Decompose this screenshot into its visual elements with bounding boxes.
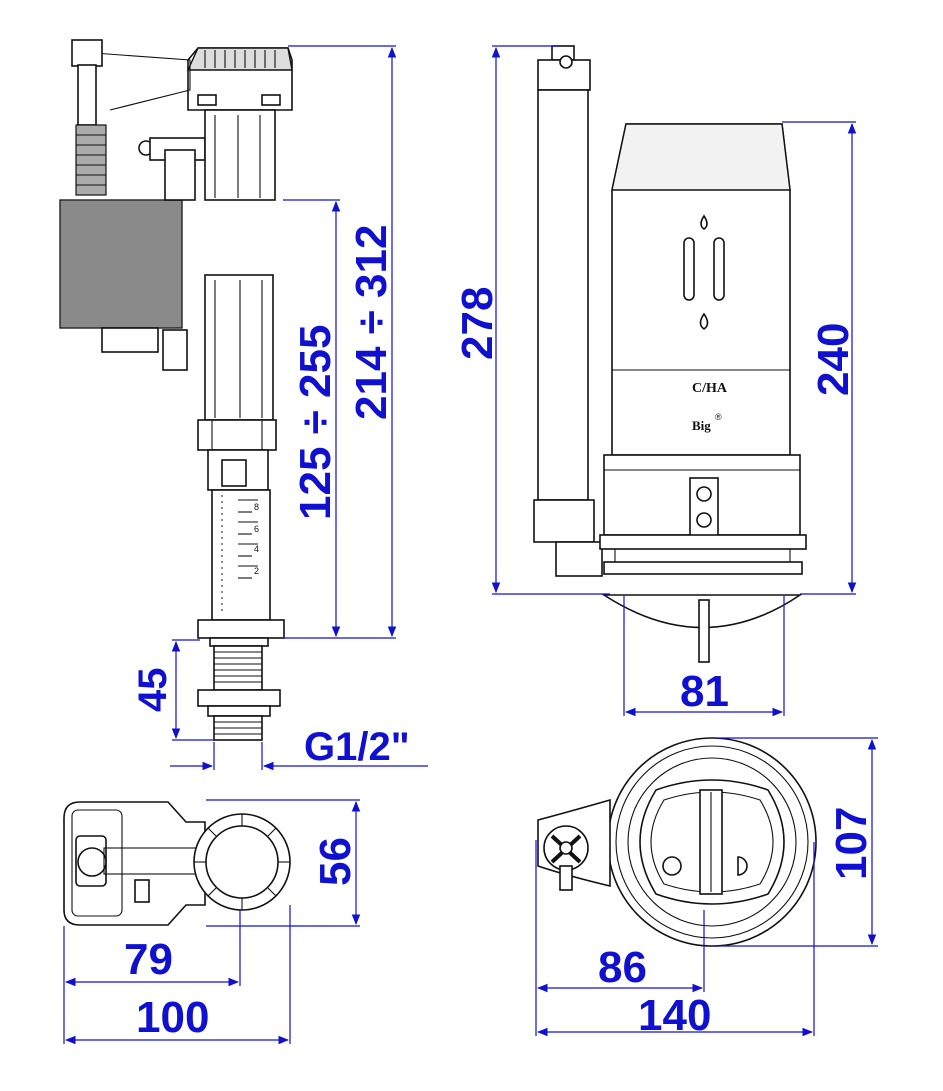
- fill-valve-dimensions: [170, 45, 428, 771]
- height-scale: [211, 489, 271, 621]
- fill-valve-top-view: [63, 801, 291, 926]
- brand-logo: C/HA: [692, 381, 728, 396]
- dim-shank-length: 45: [131, 668, 175, 713]
- flush-valve-side-view: C/HA Big ®: [533, 45, 807, 663]
- dim-fill-valve-overall: 214 ÷ 312: [347, 225, 396, 420]
- fill-valve-side-view: 8 6 4 2: [59, 39, 293, 741]
- dim-flush-valve-body: 240: [809, 323, 858, 396]
- float-cup: [59, 199, 183, 329]
- registered-mark: ®: [715, 412, 722, 422]
- top-view-dimensions: [63, 799, 361, 1045]
- scale-2: 2: [254, 566, 259, 576]
- scale-6: 6: [254, 524, 259, 534]
- dim-fill-valve-adjust: 125 ÷ 255: [291, 325, 340, 520]
- overflow-tube: [537, 89, 589, 501]
- dim-top-view-width: 100: [136, 993, 209, 1042]
- threaded-shank: [213, 645, 263, 691]
- dim-flush-top-width: 140: [638, 991, 711, 1040]
- scale-8: 8: [254, 502, 259, 512]
- flush-top-dimensions: [535, 737, 878, 1037]
- dim-flush-base-diameter: 107: [827, 807, 876, 880]
- dim-flush-top-axis: 86: [598, 943, 647, 992]
- dim-top-view-axis: 79: [124, 935, 173, 984]
- dim-thread: G1/2": [304, 725, 410, 769]
- flush-valve-top-view: [537, 737, 817, 947]
- dim-flush-valve-outlet: 81: [680, 667, 729, 716]
- dim-flush-valve-total: 278: [453, 287, 502, 360]
- flush-valve-dimensions: [491, 45, 857, 717]
- scale-4: 4: [254, 544, 259, 554]
- dim-top-view-depth: 56: [311, 837, 360, 886]
- model-label: Big: [692, 418, 711, 433]
